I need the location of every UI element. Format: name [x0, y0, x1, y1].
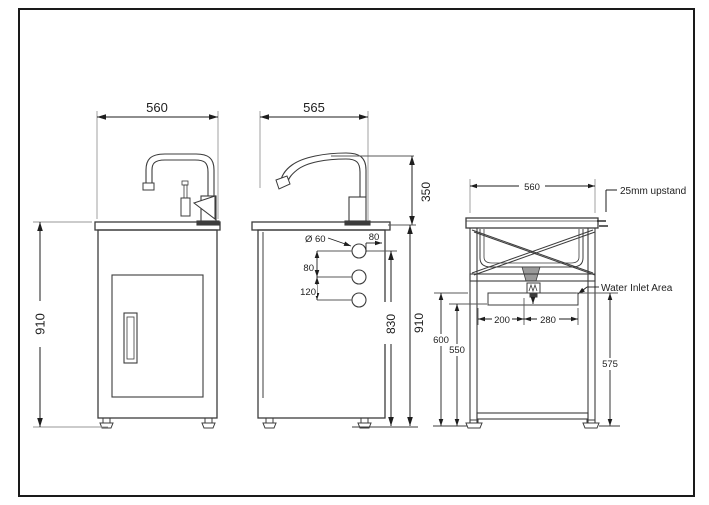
x-brace [472, 230, 595, 275]
dim-front-height-label: 910 [33, 313, 48, 335]
tap-holes [352, 244, 366, 307]
dim-front-width-label: 560 [146, 100, 168, 115]
front-feet [100, 417, 215, 428]
dim-body-height-label: 830 [384, 314, 398, 334]
dim-hole-spacing-a-label: 80 [303, 263, 314, 274]
hole-circle-2 [352, 270, 366, 284]
hole-circle-1 [352, 244, 366, 258]
side-view [251, 153, 391, 428]
frame-feet [466, 419, 599, 428]
front-view [94, 154, 221, 428]
front-view-dimensions: 560 910 [31, 100, 218, 427]
side-view-dimensions: 565 350 830 910 Ø 60 80 80 120 [260, 100, 433, 427]
front-cabinet-body [97, 229, 218, 419]
dim-inlet-right-label: 280 [540, 315, 556, 326]
drawing-border [18, 8, 695, 497]
dim-hole-spacing-b-label: 120 [300, 287, 316, 298]
dim-underside-height-label: 600 [433, 335, 449, 346]
side-feet [263, 417, 371, 428]
upstand-callout [597, 190, 617, 226]
dim-inlet-height-label: 550 [449, 345, 465, 356]
front-door-handle [123, 312, 138, 364]
side-cabinet-body [257, 229, 386, 419]
faucet-icon [142, 154, 220, 226]
hole-diameter-leader [328, 238, 351, 246]
dim-overall-height-label: 910 [412, 313, 426, 333]
frame-bottom-rail [476, 412, 589, 420]
frame-legs [470, 228, 595, 423]
dim-hole-diameter-label: Ø 60 [305, 234, 326, 245]
dim-frame-width-label: 560 [524, 182, 540, 193]
frame-view [465, 217, 599, 428]
dim-hole-edge-offset-label: 80 [369, 232, 380, 243]
dim-inlet-left-label: 200 [494, 315, 510, 326]
dim-spout-height-label: 350 [419, 182, 433, 202]
faucet-side-icon [276, 153, 371, 226]
upstand-note-label: 25mm upstand [620, 186, 686, 197]
frame-worktop [465, 217, 599, 229]
hole-circle-3 [352, 293, 366, 307]
dim-side-width-label: 565 [303, 100, 325, 115]
dim-leg-height-label: 575 [602, 359, 618, 370]
front-door [111, 274, 204, 398]
frame-view-dimensions: 560 25mm upstand Water Inlet Area 200 28… [430, 179, 686, 426]
frame-mid-rail [469, 273, 596, 282]
water-inlet-area-box [487, 292, 579, 306]
water-inlet-note-label: Water Inlet Area [601, 283, 673, 294]
